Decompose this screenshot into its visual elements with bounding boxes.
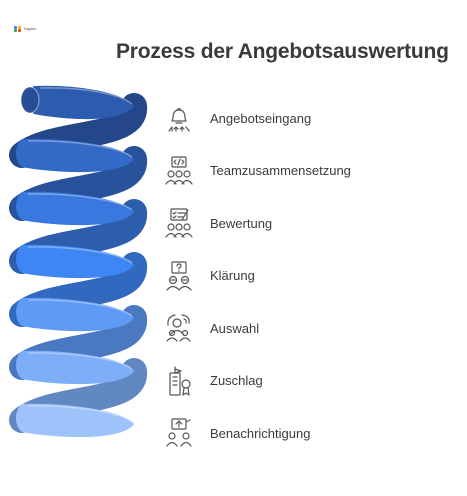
- spring-coil-front-band: [16, 350, 134, 385]
- process-step-label: Zuschlag: [210, 373, 263, 388]
- logo-mark-icon: [14, 26, 22, 32]
- process-step-label: Klärung: [210, 268, 255, 283]
- process-step-label: Benachrichtigung: [210, 425, 311, 441]
- logo-text: Napkin: [24, 26, 37, 31]
- process-step: Zuschlag: [162, 364, 263, 398]
- spring-coil-highlight: [27, 246, 133, 264]
- process-step: Benachrichtigung: [162, 416, 310, 450]
- question-people-icon: [166, 260, 192, 291]
- award-building-icon: [169, 365, 191, 396]
- process-step: Angebotseingang: [162, 101, 311, 135]
- code-team-icon: [165, 155, 193, 185]
- spring-coil-highlight: [27, 299, 133, 317]
- spring-coil-highlight: [27, 140, 133, 158]
- checklist-team-icon: [165, 208, 193, 238]
- logo: Napkin: [14, 26, 36, 32]
- spring-coil-diagram: [9, 85, 147, 438]
- spring-coil-highlight: [27, 193, 133, 211]
- spring-coil-highlight: [39, 87, 133, 105]
- spring-coil-front-band: [28, 85, 134, 120]
- process-step-label: Teamzusammensetzung: [210, 163, 351, 178]
- process-step: Teamzusammensetzung: [162, 154, 351, 188]
- notify-people-icon: [166, 418, 192, 447]
- spring-coil-top-end: [20, 86, 40, 114]
- spring-coil-front-band: [16, 403, 134, 438]
- process-step: Klärung: [162, 259, 255, 293]
- process-step-label: Angebotseingang: [210, 110, 312, 126]
- spring-coil-highlight: [27, 352, 133, 370]
- select-person-icon: [166, 314, 191, 342]
- process-step-label: Auswahl: [210, 320, 260, 336]
- process-step: Auswahl: [162, 311, 259, 345]
- spring-coil-front-band: [16, 191, 134, 226]
- spring-coil-front-band: [16, 244, 134, 279]
- spring-coil-front-band: [16, 138, 134, 173]
- bell-arrows-icon: [168, 107, 190, 132]
- spring-coil-front-band: [16, 297, 134, 332]
- page-title: Prozess der Angebotsauswertung: [116, 40, 449, 63]
- process-step: Bewertung: [162, 206, 272, 240]
- process-step-label: Bewertung: [210, 215, 273, 231]
- spring-coil-highlight: [27, 405, 133, 423]
